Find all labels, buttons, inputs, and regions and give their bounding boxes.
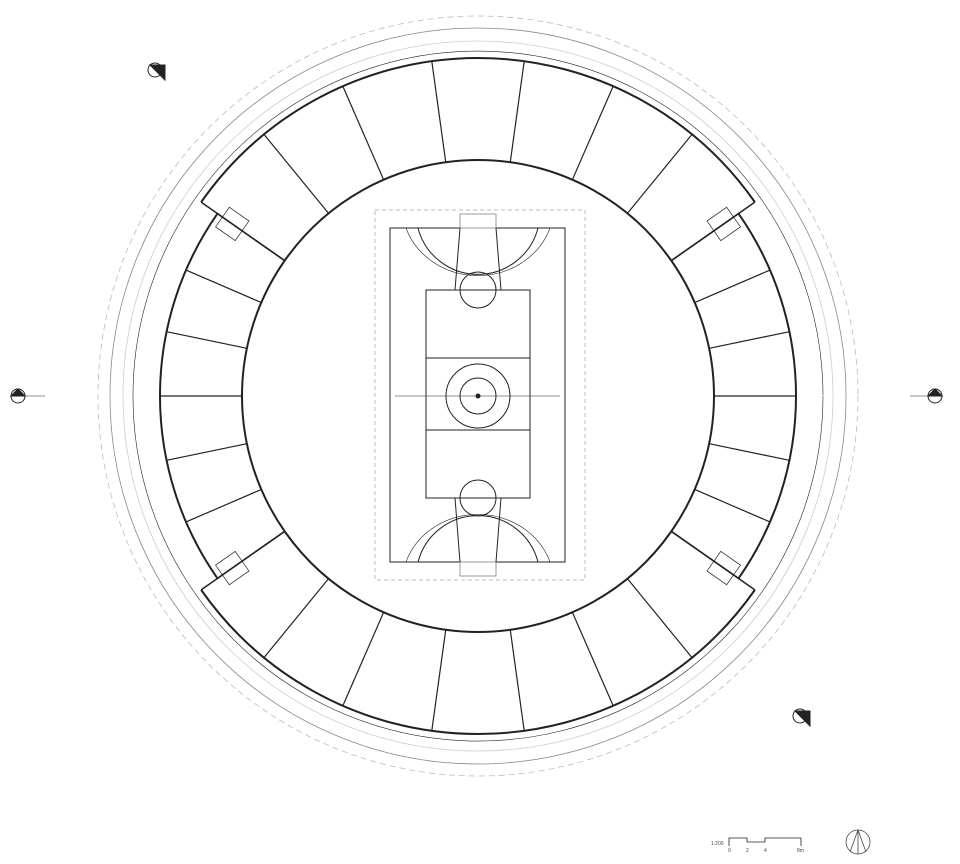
scale-bar: 1:200 0 2 4 8m xyxy=(711,828,871,855)
staircase xyxy=(706,550,741,586)
scale-tick: 8m xyxy=(797,848,804,854)
partition-wall xyxy=(571,85,614,180)
scale-tick: 2 xyxy=(746,848,749,854)
center-spot xyxy=(475,393,481,399)
partition-wall xyxy=(342,612,385,707)
partition-wall xyxy=(166,331,247,349)
path-circle xyxy=(122,40,834,752)
inner-wall xyxy=(283,530,673,633)
north-arrow-icon xyxy=(845,828,871,855)
outer-wall xyxy=(200,57,756,203)
end-wall xyxy=(670,212,739,262)
free-throw-circle-bottom xyxy=(459,479,497,517)
outer-dashed-circle xyxy=(97,15,859,777)
center-circle-inner xyxy=(459,377,497,415)
center-circle xyxy=(445,363,511,429)
inner-wall xyxy=(283,159,673,262)
inner-wall xyxy=(241,260,286,532)
site-circles xyxy=(97,15,859,777)
section-marker-se xyxy=(792,708,811,728)
section-marker-nw xyxy=(147,62,166,82)
staircase xyxy=(706,206,741,242)
partition-wall xyxy=(626,134,693,214)
staircase xyxy=(215,206,250,242)
partition-wall xyxy=(185,488,262,523)
key-top xyxy=(454,227,502,291)
partition-wall xyxy=(185,269,262,304)
section-markers xyxy=(9,62,944,728)
outer-circle xyxy=(109,27,847,765)
key-bottom xyxy=(454,497,502,563)
court-boundary xyxy=(374,209,586,581)
partition-wall xyxy=(431,629,447,731)
section-marker-west xyxy=(9,388,45,404)
section-marker-east xyxy=(910,388,944,404)
end-wall xyxy=(217,212,286,262)
inner-court xyxy=(425,289,531,499)
partition-wall xyxy=(263,578,330,658)
partition-wall xyxy=(626,578,693,658)
partition-wall xyxy=(166,443,247,461)
staircase xyxy=(215,550,250,586)
corridor-line xyxy=(132,50,824,742)
three-point-arc-top xyxy=(417,227,539,275)
scale-tick: 0 xyxy=(728,848,731,854)
partition-wall xyxy=(571,612,614,707)
partition-wall xyxy=(509,629,525,731)
end-wall xyxy=(217,530,286,580)
free-throw-circle-top xyxy=(459,271,497,309)
partition-wall xyxy=(342,85,385,180)
inner-wall xyxy=(670,260,715,532)
partition-wall xyxy=(709,443,790,461)
partition-wall xyxy=(709,331,790,349)
basketball-court xyxy=(374,209,586,581)
arc-top xyxy=(405,227,551,276)
partition-wall xyxy=(509,61,525,163)
three-point-arc-bottom xyxy=(417,515,539,563)
building-ring xyxy=(132,50,824,742)
arc-bottom xyxy=(405,514,551,563)
scale-label: 1:200 xyxy=(711,841,724,847)
partition-wall xyxy=(694,488,771,523)
partition-wall xyxy=(694,269,771,304)
end-wall xyxy=(670,530,756,591)
partition-wall xyxy=(263,134,330,214)
outer-wall xyxy=(200,589,756,735)
scale-tick: 4 xyxy=(764,848,767,854)
hoop-stand-bottom xyxy=(459,561,497,577)
partition-wall xyxy=(431,61,447,163)
hoop-stand-top xyxy=(459,213,497,229)
